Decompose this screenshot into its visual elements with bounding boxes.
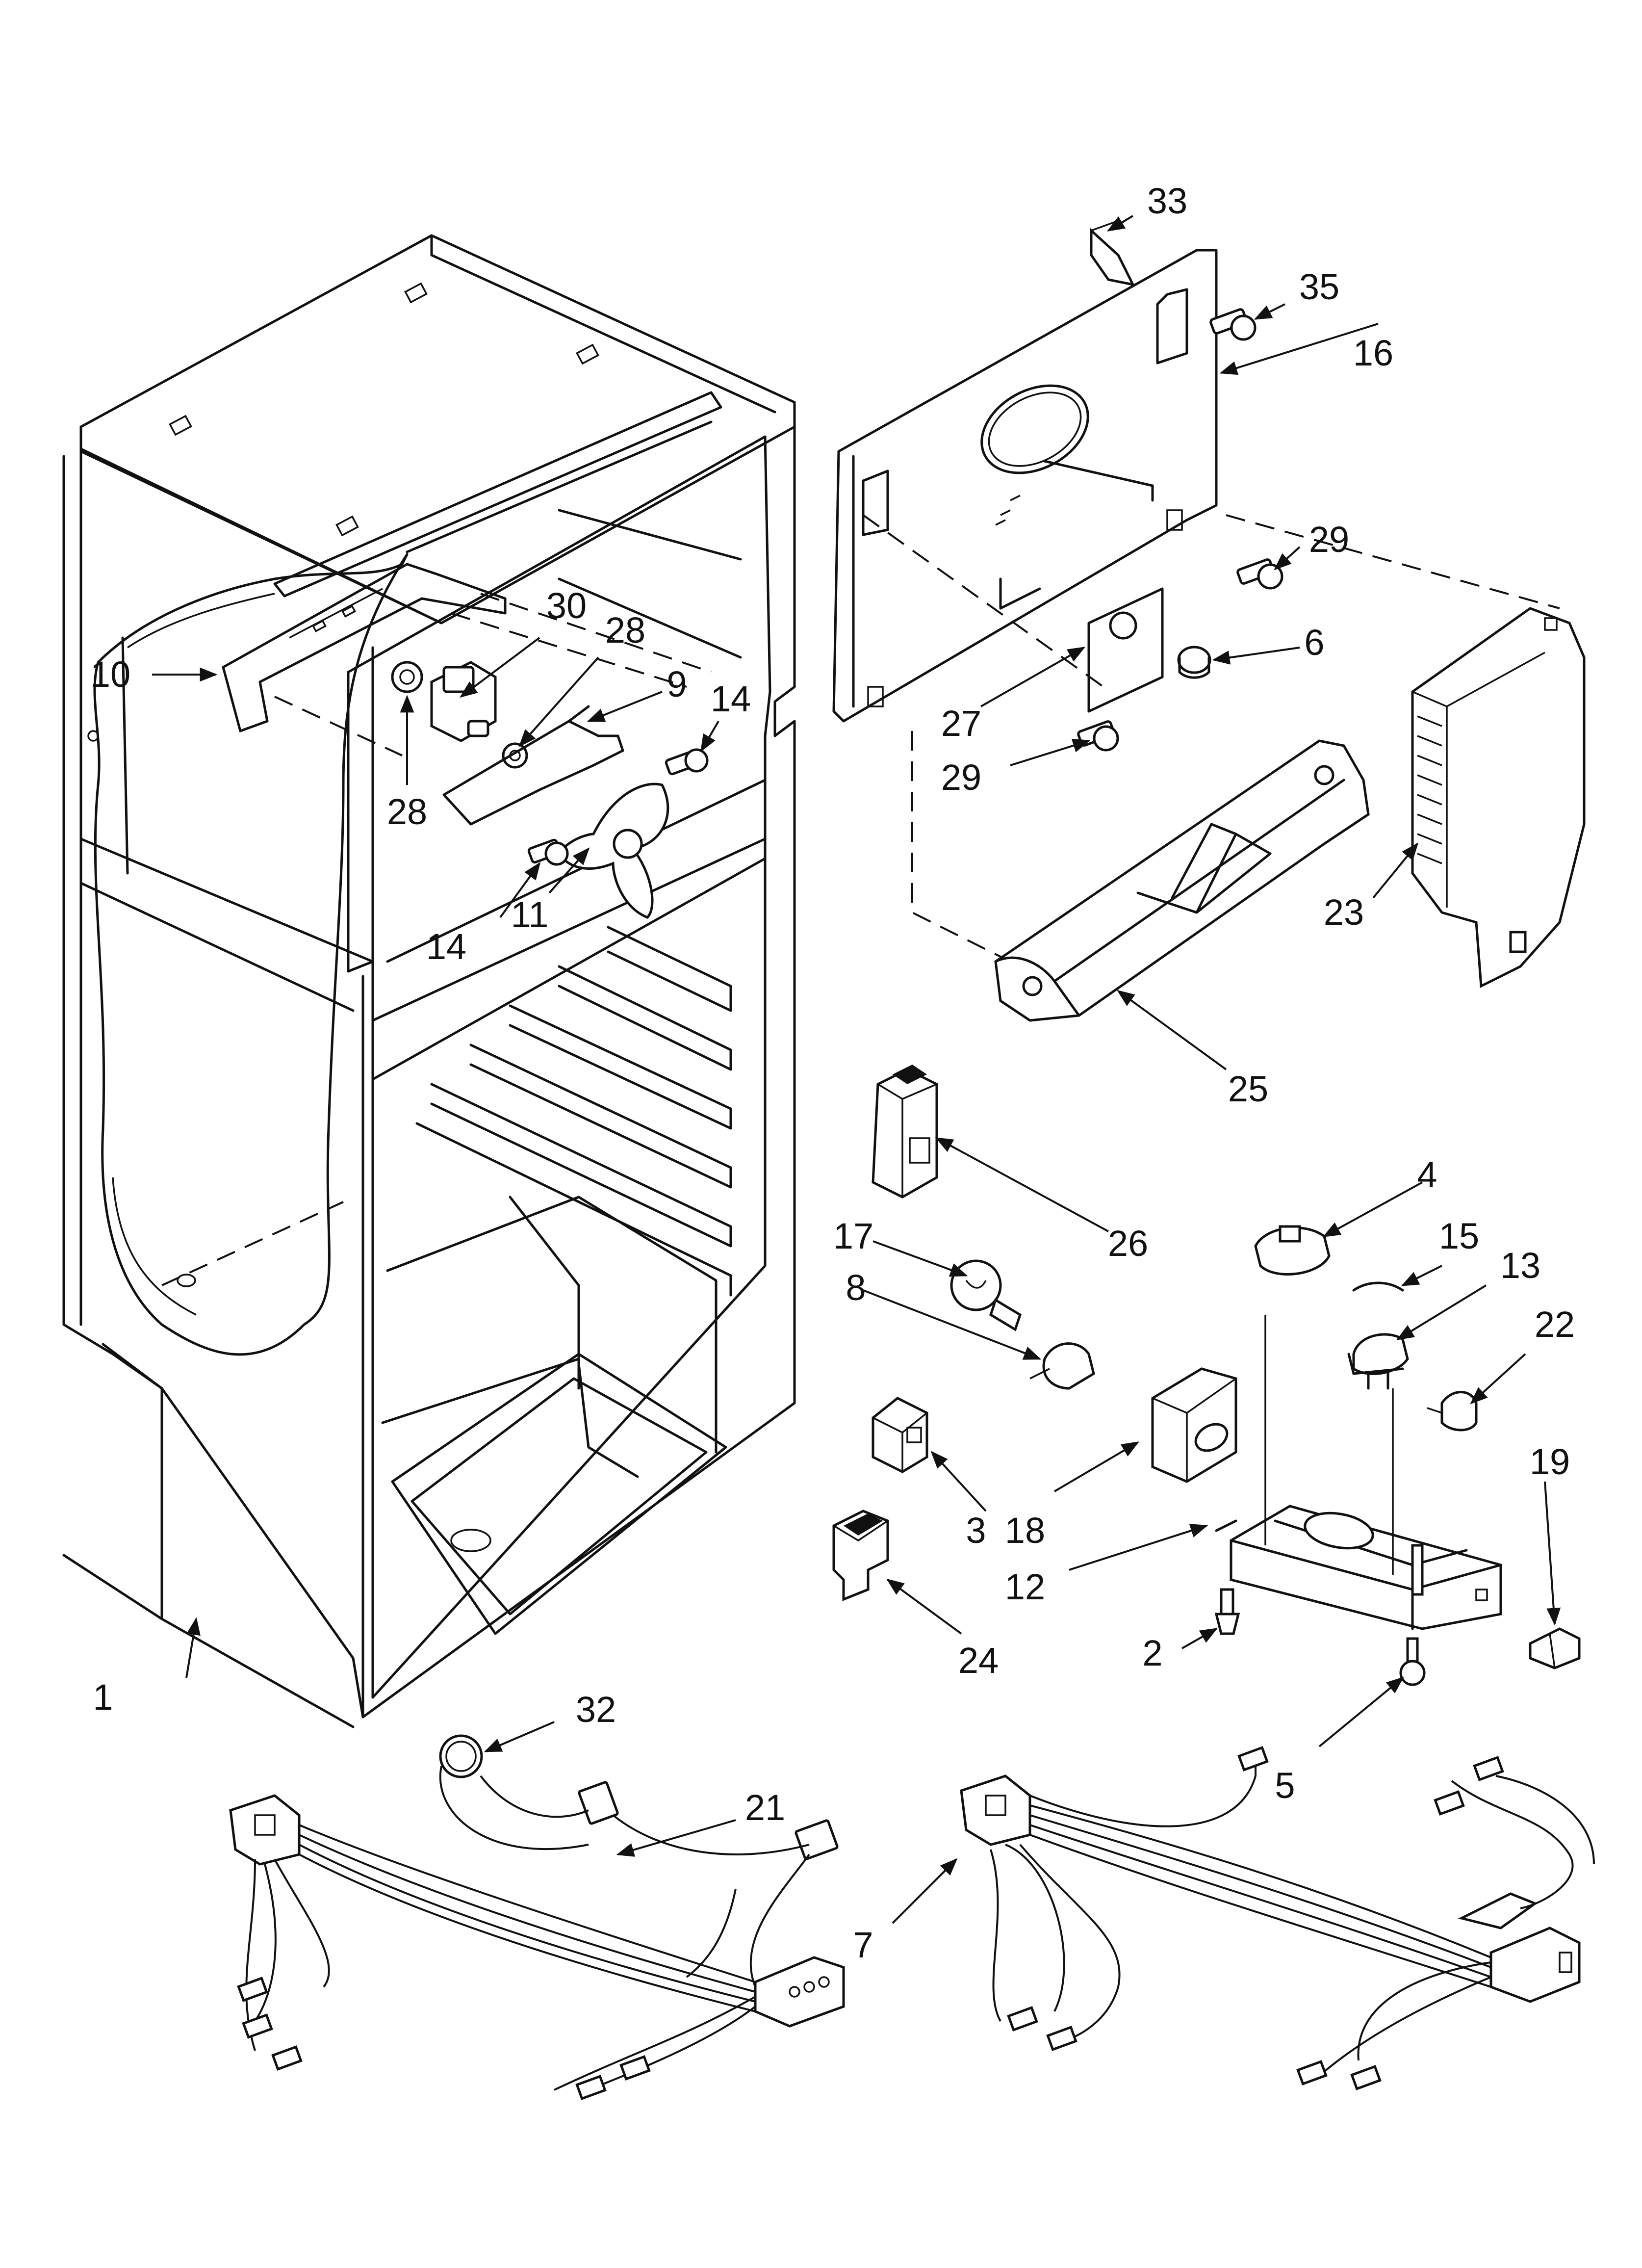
callout-labels: 10 30 28 28 9 14 14 11 1 33 35 16 29 6 2… bbox=[90, 181, 1575, 1965]
control-tray-12 bbox=[1215, 1315, 1502, 1630]
callout-22: 22 bbox=[1535, 1304, 1575, 1345]
callout-5: 5 bbox=[1275, 1765, 1295, 1806]
callout-14-upper: 14 bbox=[711, 678, 751, 719]
light-shield-18 bbox=[1151, 1367, 1237, 1483]
callout-23: 23 bbox=[1324, 892, 1364, 933]
callout-24: 24 bbox=[958, 1640, 999, 1681]
callout-1: 1 bbox=[93, 1677, 113, 1718]
callout-27: 27 bbox=[941, 703, 981, 744]
callout-2: 2 bbox=[1142, 1633, 1162, 1673]
callout-26: 26 bbox=[1108, 1223, 1148, 1264]
fan-bracket-assembly bbox=[222, 563, 712, 919]
callout-32: 32 bbox=[576, 1689, 616, 1730]
callout-21: 21 bbox=[745, 1787, 785, 1828]
screw-35 bbox=[1209, 308, 1257, 341]
bracket-26 bbox=[872, 1065, 938, 1199]
callout-4: 4 bbox=[1417, 1154, 1437, 1195]
screw-5 bbox=[1399, 1637, 1426, 1686]
cabinet-liner bbox=[62, 234, 796, 1728]
screw-29-lower bbox=[1077, 720, 1119, 752]
wire-harness-7 bbox=[960, 1746, 1595, 2090]
screw-14-lower bbox=[527, 838, 569, 866]
callout-33: 33 bbox=[1147, 181, 1187, 221]
tube-15 bbox=[1352, 1281, 1404, 1292]
thermostat-13 bbox=[1347, 1333, 1409, 1390]
callout-17: 17 bbox=[833, 1216, 873, 1256]
push-pin-2 bbox=[1214, 1588, 1240, 1635]
knob-22 bbox=[1427, 1391, 1478, 1432]
duct-cover-23 bbox=[1411, 607, 1586, 988]
callout-25: 25 bbox=[1228, 1069, 1268, 1109]
callout-8: 8 bbox=[846, 1267, 866, 1308]
shelf-ribs bbox=[415, 926, 732, 1297]
wire-harness-21 bbox=[229, 1766, 845, 2100]
screw-29-upper bbox=[1236, 558, 1283, 590]
callout-3: 3 bbox=[966, 1510, 986, 1551]
callout-10: 10 bbox=[90, 654, 130, 695]
callout-7: 7 bbox=[853, 1925, 873, 1965]
callout-14-lower: 14 bbox=[426, 926, 466, 967]
ring-32 bbox=[439, 1734, 483, 1778]
callout-28-right: 28 bbox=[605, 610, 645, 651]
callout-9: 9 bbox=[667, 664, 687, 704]
callout-29-upper: 29 bbox=[1309, 519, 1349, 560]
duct-grille bbox=[1417, 715, 1442, 864]
callout-35: 35 bbox=[1299, 266, 1339, 307]
plug-6 bbox=[1177, 646, 1211, 679]
bracket-3 bbox=[872, 1397, 928, 1473]
connector-19 bbox=[1529, 1627, 1581, 1669]
cap-4 bbox=[1254, 1225, 1331, 1276]
callout-30: 30 bbox=[546, 585, 587, 626]
callout-16: 16 bbox=[1353, 333, 1393, 373]
callout-6: 6 bbox=[1304, 622, 1324, 663]
light-bulb-17 bbox=[950, 1259, 1022, 1331]
callout-12: 12 bbox=[1005, 1566, 1045, 1607]
control-housing-25 bbox=[994, 739, 1370, 1022]
rear-panel bbox=[832, 249, 1560, 963]
callout-29-lower: 29 bbox=[941, 757, 981, 798]
lamp-socket-8 bbox=[1029, 1342, 1095, 1390]
callout-15: 15 bbox=[1439, 1216, 1479, 1256]
clip-33 bbox=[1090, 220, 1135, 287]
leader-lines bbox=[152, 215, 1561, 1924]
callout-13: 13 bbox=[1500, 1245, 1540, 1286]
callout-28-left: 28 bbox=[387, 791, 427, 832]
screw-14-upper bbox=[665, 748, 709, 776]
callout-18: 18 bbox=[1005, 1510, 1045, 1551]
switch-24 bbox=[832, 1510, 889, 1601]
callout-19: 19 bbox=[1530, 1441, 1570, 1482]
callout-11: 11 bbox=[511, 894, 549, 935]
